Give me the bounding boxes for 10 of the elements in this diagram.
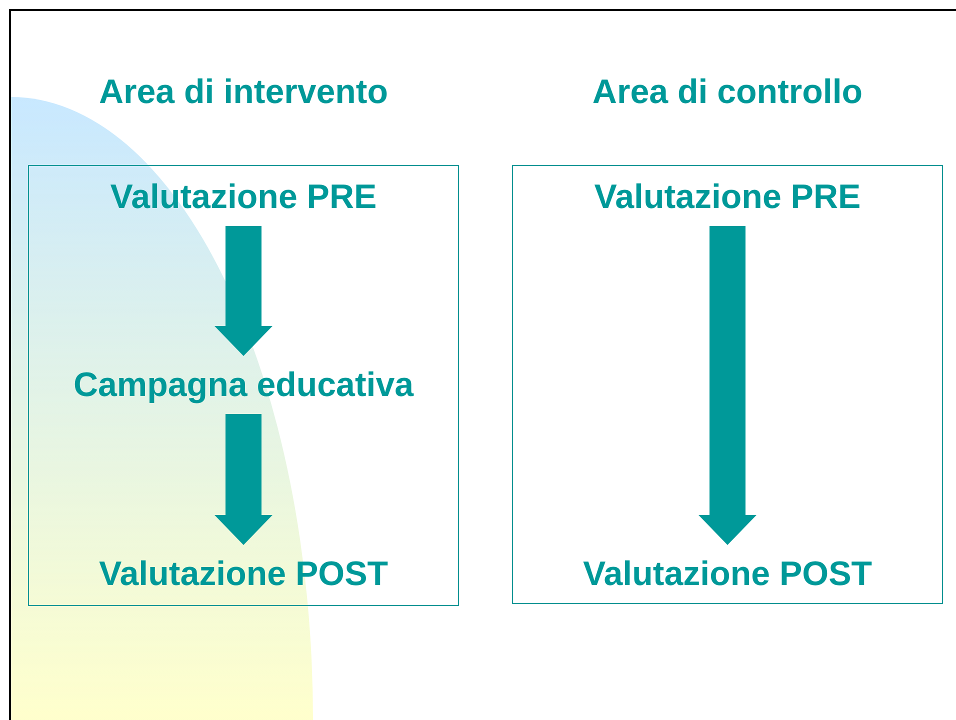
step-label: Valutazione PRE bbox=[110, 168, 377, 226]
block-arrow bbox=[214, 414, 272, 545]
block-arrow bbox=[698, 226, 756, 545]
block-arrow bbox=[214, 226, 272, 356]
step-label: Campagna educativa bbox=[73, 356, 414, 414]
step-label: Valutazione PRE bbox=[594, 168, 861, 226]
panel-heading: Area di intervento bbox=[98, 72, 390, 113]
step-label: Valutazione POST bbox=[582, 545, 872, 603]
panel-heading: Area di controllo bbox=[591, 72, 864, 113]
step-label: Valutazione POST bbox=[98, 545, 388, 603]
